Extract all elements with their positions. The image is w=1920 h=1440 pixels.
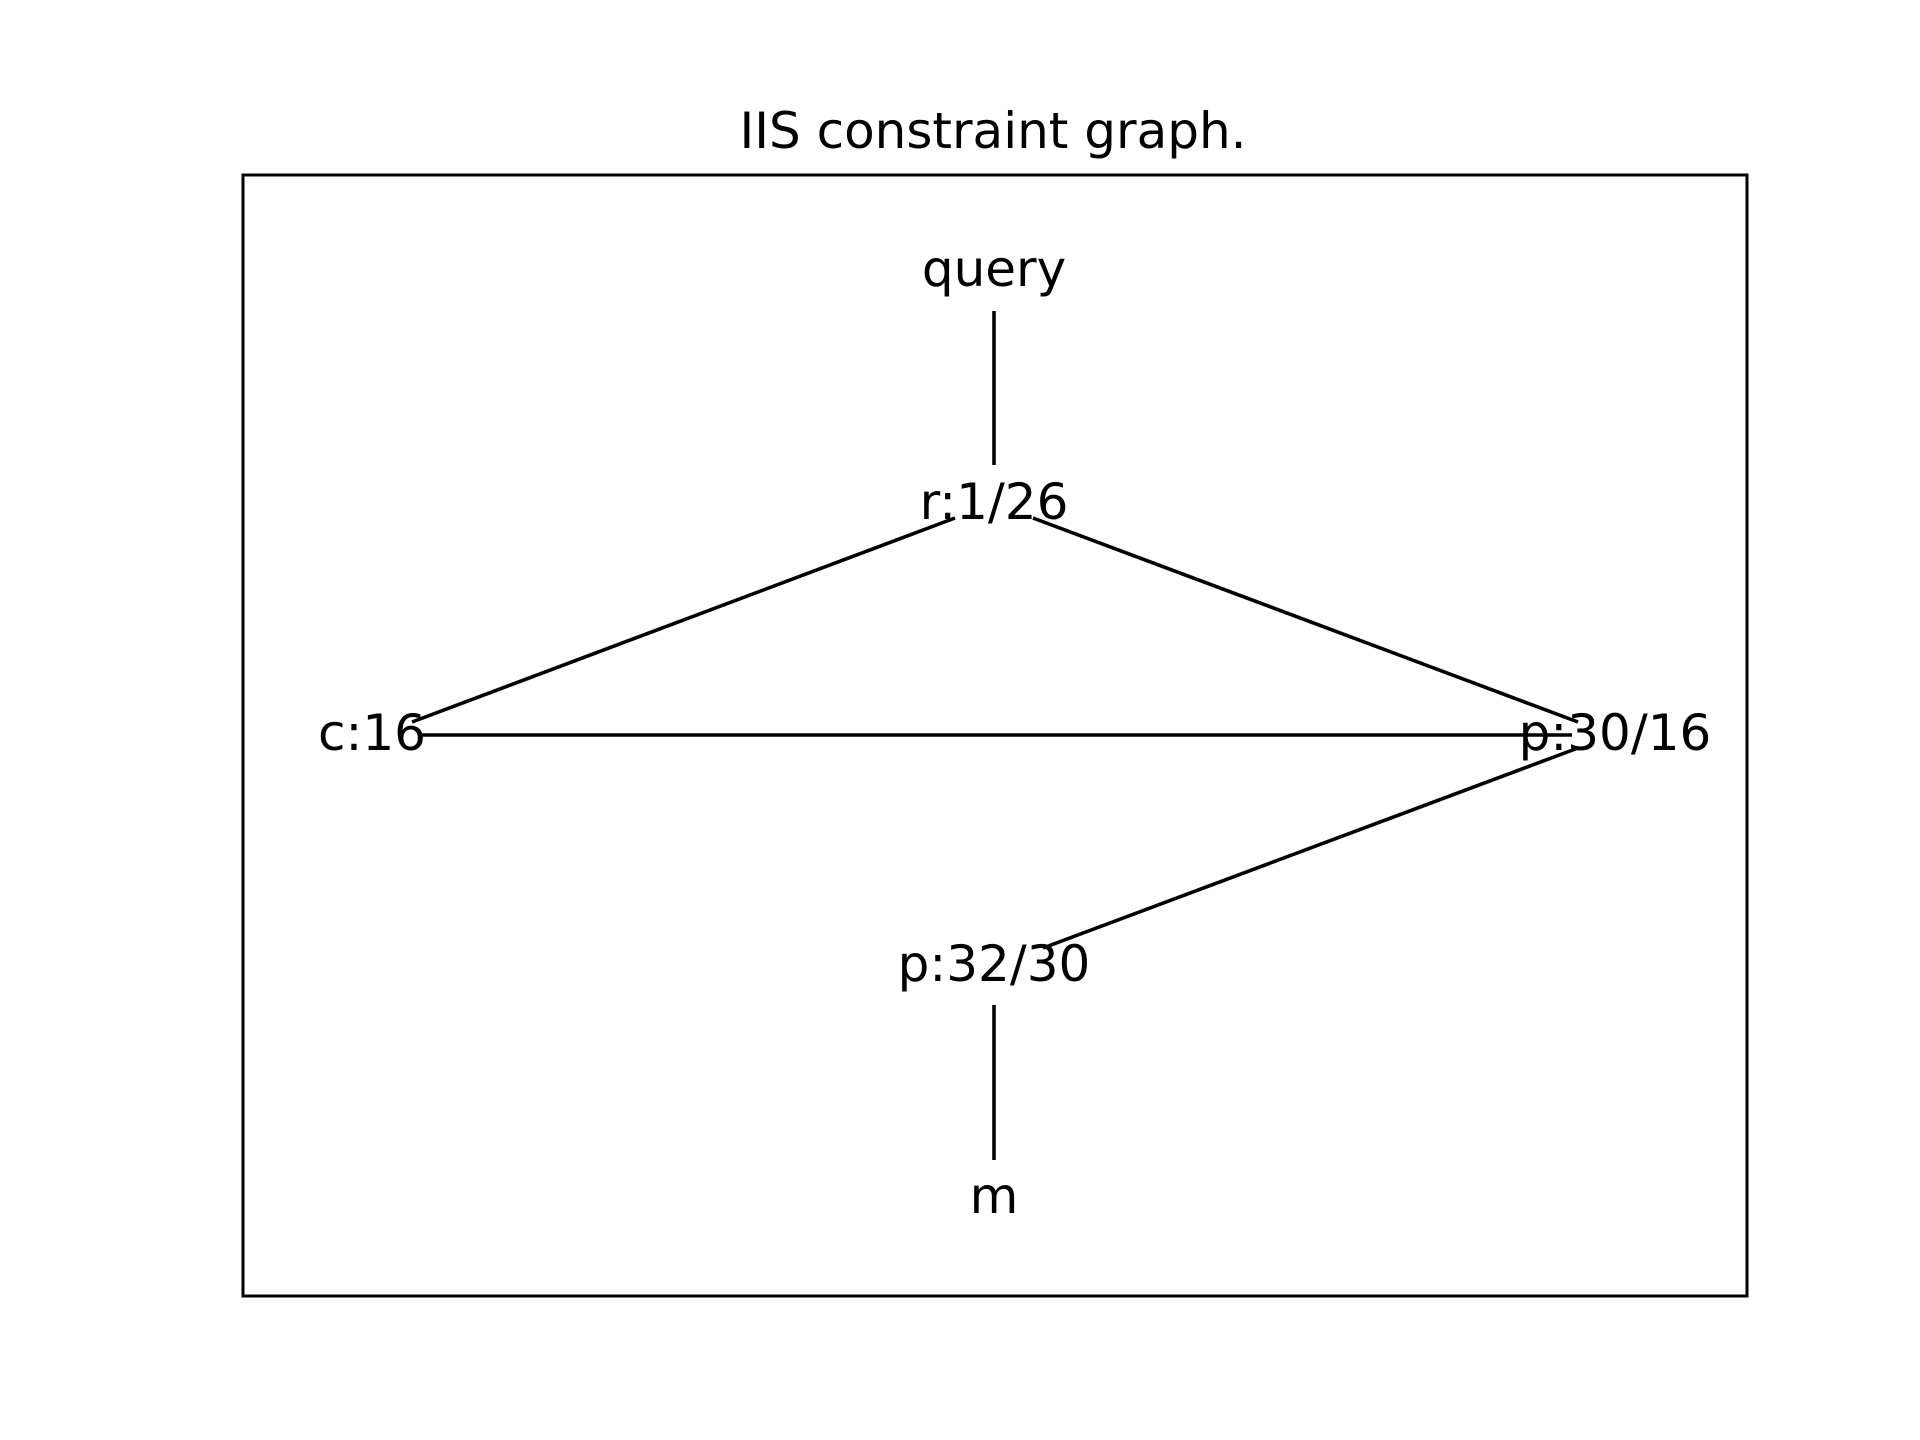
- edge-p30-16-p32-30: [1042, 746, 1579, 950]
- figure-title: IIS constraint graph.: [739, 102, 1246, 160]
- node-c16: c:16: [318, 704, 426, 762]
- node-query: query: [922, 240, 1066, 298]
- node-p30-16: p:30/16: [1519, 704, 1712, 762]
- graph-nodes: query r:1/26 c:16 p:30/16 p:32/30 m: [318, 240, 1711, 1225]
- graph-frame: [241, 173, 1749, 1298]
- node-p32-30: p:32/30: [898, 935, 1091, 993]
- node-m: m: [970, 1167, 1019, 1225]
- node-r1-26: r:1/26: [920, 473, 1069, 531]
- edge-r1-26-c16: [411, 516, 956, 724]
- graph-edges: [411, 311, 1579, 1160]
- edge-r1-26-p30-16: [1032, 516, 1579, 724]
